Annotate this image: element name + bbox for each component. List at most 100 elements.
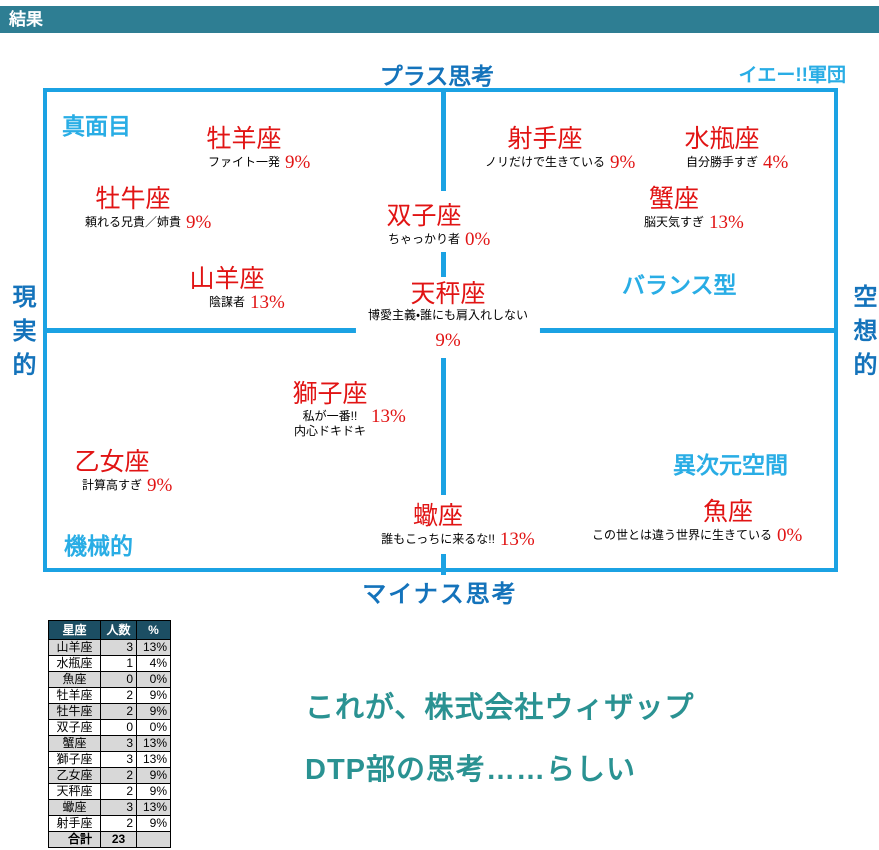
percent-cell: 13% — [136, 639, 171, 656]
zodiac-entry-aquarius: 水瓶座 自分勝手すぎ 4% — [684, 125, 788, 174]
zodiac-entry-pisces: 魚座 この世とは違う世界に生きている 0% — [592, 498, 818, 547]
quadrant-label-top-left: 真面目 — [62, 113, 131, 139]
zodiac-name: 天秤座 — [410, 280, 486, 308]
zodiac-name: 水瓶座 — [684, 125, 760, 153]
sign-cell: 水瓶座 — [48, 655, 101, 672]
total-label-cell: 合計 — [48, 831, 101, 848]
sign-cell: 双子座 — [48, 719, 101, 736]
axis-label-bottom: マイナス思考 — [362, 581, 518, 608]
zodiac-name: 乙女座 — [74, 448, 150, 476]
zodiac-trait: 誰もこっちに来るな!! — [381, 532, 495, 546]
zodiac-entry-scorpio: 蠍座 誰もこっちに来るな!! 13% — [367, 495, 535, 554]
zodiac-trait: 頼れる兄貴／姉貴 — [84, 215, 182, 229]
zodiac-trait: 陰謀者 — [208, 295, 246, 309]
sign-cell: 蠍座 — [48, 799, 101, 816]
zodiac-name: 双子座 — [386, 202, 462, 230]
percent-cell: 9% — [136, 815, 171, 832]
zodiac-trait: 計算高すぎ — [81, 478, 143, 492]
zodiac-entry-gemini: 双子座 ちゃっかり者 0% — [376, 191, 490, 252]
axis-label-right: 空想的 — [849, 284, 876, 386]
footer-message-line2: DTP部の思考……らしい — [305, 754, 637, 786]
count-cell: 3 — [100, 639, 137, 656]
percent-cell: 13% — [136, 751, 171, 768]
sign-cell: 牡牛座 — [48, 703, 101, 720]
zodiac-percent: 9% — [610, 152, 636, 173]
zodiac-entry-leo: 獅子座 私が一番!! 内心ドキドキ 13% — [292, 380, 405, 440]
percent-cell: 13% — [136, 735, 171, 752]
zodiac-percent: 13% — [499, 529, 535, 550]
zodiac-trait: ちゃっかり者 — [387, 232, 461, 246]
count-cell: 0 — [100, 671, 137, 688]
page-title: 結果 — [9, 10, 43, 29]
percent-cell: 9% — [136, 783, 171, 800]
count-cell: 2 — [100, 783, 137, 800]
count-cell: 2 — [100, 767, 137, 784]
zodiac-name: 獅子座 — [292, 380, 368, 408]
quadrant-label-bottom-left: 機械的 — [64, 533, 133, 559]
sign-cell: 山羊座 — [48, 639, 101, 656]
percent-cell: 9% — [136, 703, 171, 720]
quadrant-label-mid-right: バランス型 — [622, 272, 737, 298]
sign-cell: 乙女座 — [48, 767, 101, 784]
header-count: 人数 — [100, 620, 137, 640]
percent-cell: 4% — [136, 655, 171, 672]
zodiac-trait: ファイト一発 — [207, 155, 281, 169]
sign-cell: 蟹座 — [48, 735, 101, 752]
zodiac-name: 魚座 — [702, 498, 754, 526]
zodiac-name: 蟹座 — [648, 185, 700, 213]
percent-cell: 9% — [136, 687, 171, 704]
zodiac-trait: ノリだけで生きている — [484, 155, 606, 169]
percent-cell: 0% — [136, 719, 171, 736]
count-cell: 2 — [100, 815, 137, 832]
zodiac-trait: この世とは違う世界に生きている — [591, 528, 773, 542]
quadrant-label-bottom-right: 異次元空間 — [673, 452, 788, 478]
zodiac-name: 蠍座 — [412, 502, 463, 530]
zodiac-trait: 自分勝手すぎ — [685, 155, 759, 169]
axis-label-top: プラス思考 — [379, 63, 495, 89]
header-percent: % — [136, 620, 171, 640]
zodiac-percent: 13% — [709, 212, 744, 233]
sign-cell: 射手座 — [48, 815, 101, 832]
zodiac-percent: 13% — [371, 406, 406, 427]
corner-group-label: イエー!!軍団 — [738, 65, 846, 86]
zodiac-name: 山羊座 — [189, 265, 265, 293]
title-bar: 結果 — [0, 6, 879, 33]
zodiac-entry-libra: 天秤座 博愛主義・誰にも肩入れしない 9% — [355, 277, 541, 358]
total-percent-cell — [136, 831, 171, 848]
percent-cell: 13% — [136, 799, 171, 816]
footer-message-line1: これが、株式会社ウィザップ — [305, 692, 695, 724]
sign-cell: 牡羊座 — [48, 687, 101, 704]
zodiac-percent: 0% — [465, 229, 491, 250]
table-header-row: 星座 人数 % — [48, 620, 171, 640]
zodiac-name: 牡羊座 — [206, 125, 282, 153]
zodiac-percent: 9% — [435, 330, 461, 351]
header-sign: 星座 — [48, 620, 101, 640]
zodiac-trait-line2: 内心ドキドキ — [293, 424, 367, 438]
zodiac-percent: 0% — [777, 525, 803, 546]
result-table-header: 星座 人数 % — [48, 620, 171, 640]
zodiac-percent: 9% — [186, 212, 212, 233]
sign-cell: 魚座 — [48, 671, 101, 688]
count-cell: 3 — [100, 799, 137, 816]
zodiac-percent: 4% — [763, 152, 789, 173]
zodiac-name: 牡牛座 — [95, 185, 171, 213]
zodiac-trait: 私が一番!! — [302, 409, 358, 423]
